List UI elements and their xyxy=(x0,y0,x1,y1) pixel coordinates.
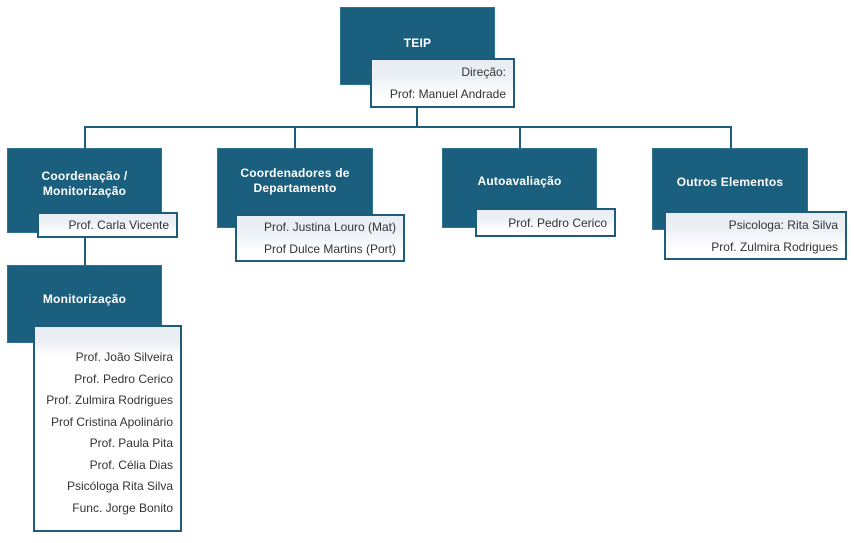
detail-line: Psicologa: Rita Silva xyxy=(728,217,838,232)
node-autoavaliacao-title: Autoavaliação xyxy=(477,173,562,188)
node-monitorizacao-members: Prof. João Silveira Prof. Pedro Cerico P… xyxy=(33,325,182,532)
detail-line: Prof. Justina Louro (Mat) xyxy=(263,220,396,234)
connector-drop-4 xyxy=(730,126,732,148)
member-line: Prof Cristina Apolinário xyxy=(50,414,173,429)
detail-line: Prof. Pedro Cerico xyxy=(508,215,607,230)
detail-line: Prof Dulce Martins (Port) xyxy=(263,242,396,256)
detail-line: Prof. Zulmira Rodrigues xyxy=(711,239,838,254)
node-autoavaliacao-detail: Prof. Pedro Cerico xyxy=(475,208,616,237)
member-line: Prof. Célia Dias xyxy=(89,457,173,472)
connector-horizontal xyxy=(84,126,732,128)
detail-line: Prof: Manuel Andrade xyxy=(389,87,506,101)
connector-drop-2 xyxy=(294,126,296,148)
node-monitorizacao-title: Monitorização xyxy=(42,291,127,306)
connector-drop-3 xyxy=(519,126,521,148)
member-line: Func. Jorge Bonito xyxy=(72,500,173,515)
node-coordenacao-monitorizacao-detail: Prof. Carla Vicente xyxy=(37,212,178,238)
detail-line: Prof. Carla Vicente xyxy=(68,218,170,232)
connector-root-stub xyxy=(416,108,418,127)
connector-drop-1 xyxy=(84,126,86,148)
member-line: Prof. Pedro Cerico xyxy=(74,371,173,386)
node-outros-elementos-title: Outros Elementos xyxy=(676,174,784,189)
node-teip-title: TEIP xyxy=(403,35,432,50)
node-teip-detail: Direção: Prof: Manuel Andrade xyxy=(370,58,515,108)
connector-monitor-stub xyxy=(84,238,86,265)
node-coordenacao-monitorizacao-title: Coordenação / Monitorização xyxy=(41,168,128,198)
member-line: Prof. João Silveira xyxy=(75,350,173,364)
detail-line: Direção: xyxy=(461,65,506,79)
member-line: Psicóloga Rita Silva xyxy=(66,479,173,493)
member-line: Prof. Zulmira Rodrigues xyxy=(46,393,173,407)
node-coordenadores-departamento-detail: Prof. Justina Louro (Mat) Prof Dulce Mar… xyxy=(235,214,405,262)
node-coordenadores-departamento-title: Coordenadores de Departamento xyxy=(240,166,350,195)
member-line: Prof. Paula Pita xyxy=(89,436,173,450)
node-outros-elementos-detail: Psicologa: Rita Silva Prof. Zulmira Rodr… xyxy=(664,211,847,260)
